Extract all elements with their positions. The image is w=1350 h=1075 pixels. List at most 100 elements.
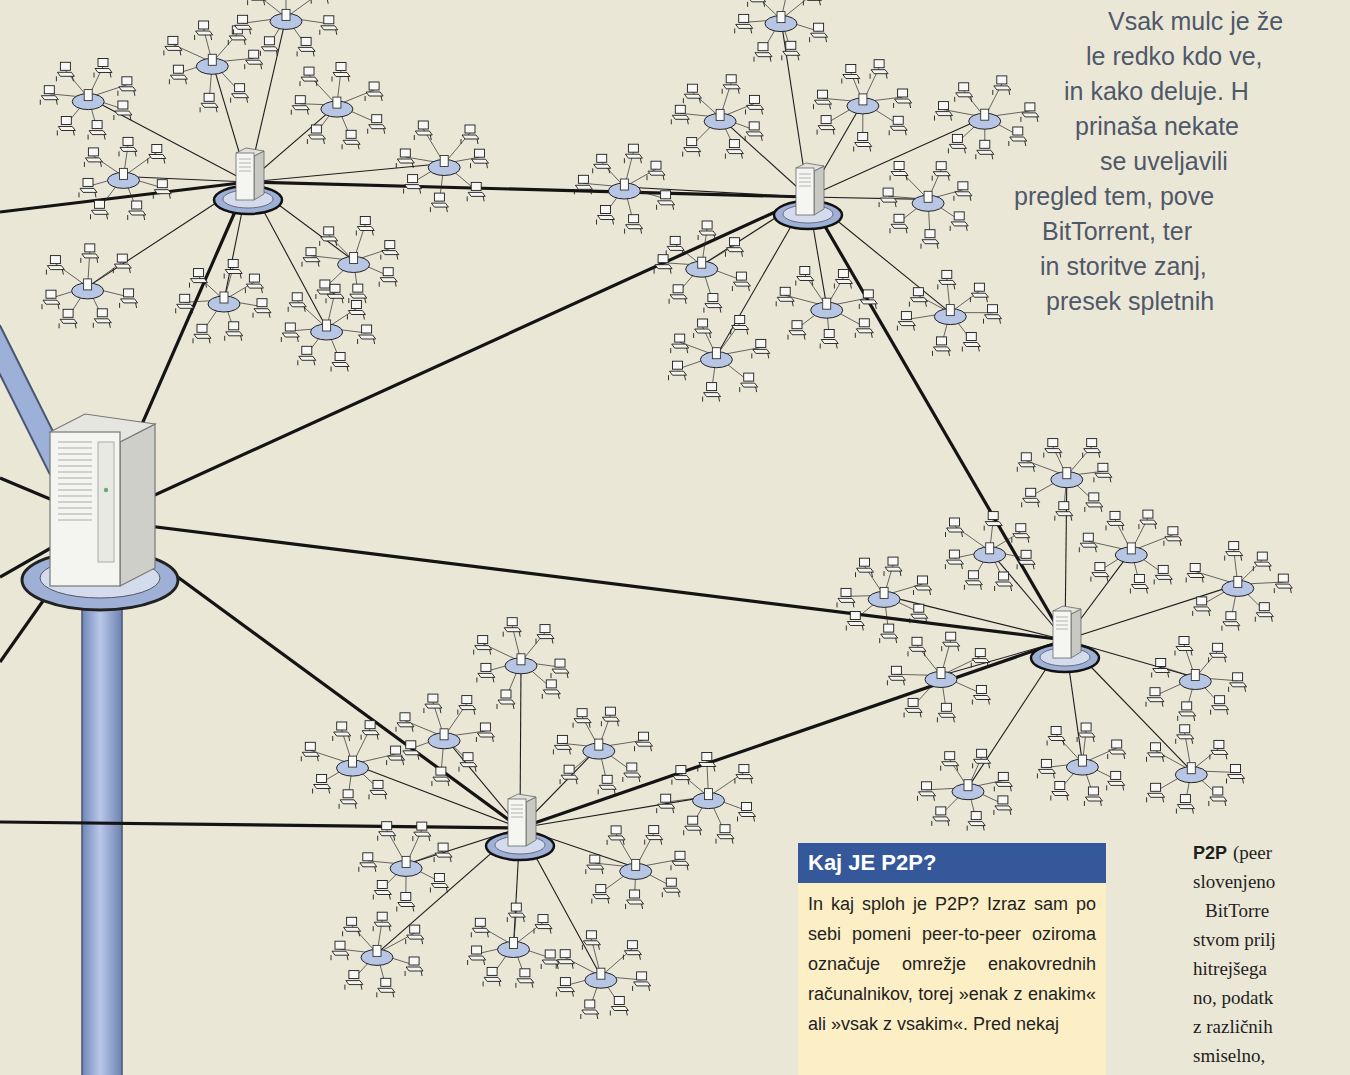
hub-icon (583, 739, 615, 759)
computer-icon (503, 618, 521, 637)
computer-base (934, 347, 951, 351)
computer-base (308, 135, 325, 139)
hub-icon (1222, 576, 1254, 596)
backbone-line (0, 822, 520, 828)
computer-base (1080, 543, 1097, 547)
computer-screen (406, 741, 416, 749)
computer-leg (373, 895, 390, 900)
computer-leg (654, 269, 671, 274)
computer-icon (560, 765, 578, 784)
computer-base (246, 284, 263, 288)
computer-base (658, 201, 675, 205)
computer-leg (970, 297, 987, 302)
computer-leg (560, 779, 577, 784)
computer-base (1148, 753, 1165, 757)
computer-leg (358, 339, 375, 344)
computer-leg (657, 808, 674, 813)
computer-icon (356, 217, 374, 236)
computer-leg (910, 618, 927, 623)
computer-base (672, 861, 689, 865)
server-slot (1056, 629, 1068, 630)
computer-leg (1193, 611, 1210, 616)
computer-base (739, 813, 756, 817)
hub-box (333, 97, 341, 108)
computer-screen (285, 323, 295, 331)
computer-leg (725, 154, 742, 159)
computer-base (636, 742, 653, 746)
computer-screen (949, 550, 959, 558)
computer-leg (148, 159, 165, 164)
computer-screen (602, 775, 612, 783)
computer-base (543, 690, 560, 694)
computer-screen (651, 161, 661, 169)
computer-screen (507, 618, 517, 626)
computer-screen (436, 767, 446, 775)
computer-leg (842, 79, 859, 84)
server-icon (774, 163, 842, 229)
computer-screen (1215, 696, 1225, 704)
computer-base (359, 335, 376, 339)
computer-icon (81, 244, 99, 263)
computer-screen (381, 978, 391, 986)
intro-line: prinaša nekate (1075, 111, 1239, 141)
computer-icon (114, 101, 132, 120)
computer-base (658, 804, 675, 808)
computer-base (919, 792, 936, 796)
computer-screen (257, 299, 267, 307)
computer-screen (742, 803, 752, 811)
computer-base (843, 75, 860, 79)
computer-screen (630, 890, 640, 898)
computer-screen (661, 794, 671, 802)
computer-screen (85, 244, 95, 252)
server-side (526, 797, 536, 846)
computer-base (995, 782, 1012, 786)
hub-box (595, 739, 603, 750)
computer-icon (820, 330, 838, 349)
computer-base (302, 752, 319, 756)
computer-screen (744, 373, 754, 381)
computer-screen (95, 200, 105, 208)
computer-base (890, 126, 907, 130)
computer-leg (933, 351, 950, 356)
computer-leg (432, 781, 449, 786)
server-hub-line (884, 595, 1065, 640)
computer-base (431, 884, 448, 888)
computer-leg (91, 214, 108, 219)
computer-leg (626, 904, 643, 909)
computer-base (911, 614, 928, 618)
computer-icon (1193, 597, 1211, 616)
computer-base (80, 188, 97, 192)
computer-screen (302, 346, 312, 354)
computer-icon (671, 334, 689, 353)
computer-screen (1083, 533, 1093, 541)
computer-base (821, 340, 838, 344)
computer-base (468, 192, 485, 196)
computer-icon (424, 694, 442, 713)
hub-box (440, 729, 448, 740)
computer-leg (607, 840, 624, 845)
hub-icon (693, 789, 725, 809)
computer-base (1228, 775, 1245, 779)
article-line: hitrejšega (1193, 957, 1267, 981)
computer-screen (1016, 524, 1026, 532)
computer-icon (704, 294, 722, 313)
server-side (254, 151, 264, 200)
computer-base (321, 26, 338, 30)
server-side (814, 166, 824, 215)
computer-icon (1175, 637, 1193, 656)
computer-screen (400, 713, 410, 721)
computer-screen (673, 361, 683, 369)
computer-base (1177, 735, 1194, 739)
computer-screen (585, 1000, 595, 1008)
computer-icon (402, 741, 420, 760)
server-front (50, 432, 120, 586)
computer-icon (967, 812, 985, 831)
computer-base (847, 622, 864, 626)
computer-icon (224, 260, 242, 279)
hub-box (120, 168, 128, 179)
computer-leg (193, 338, 210, 343)
computer-leg (671, 865, 688, 870)
computer-leg (582, 945, 599, 950)
computer-leg (890, 228, 907, 233)
computer-base (254, 309, 271, 313)
